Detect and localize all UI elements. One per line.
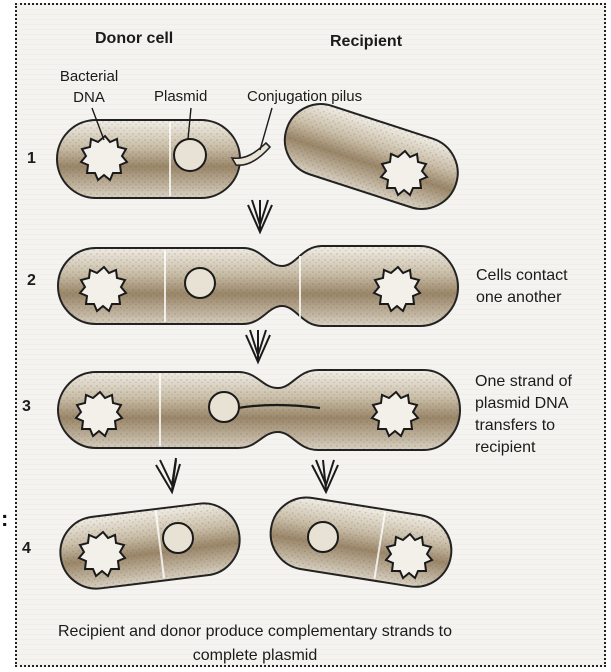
row-1-cells [57,95,467,218]
down-arrow-icon [246,330,270,362]
down-arrow-icon [248,200,272,232]
down-arrow-icon [312,460,338,492]
plasmid-icon [163,523,193,553]
plasmid-label: Plasmid [154,88,207,105]
step-3-description: One strand of plasmid DNA transfers to r… [475,371,595,459]
plasmid-icon [174,139,206,171]
plasmid-icon [209,392,239,422]
plasmid-icon [308,522,338,552]
donor-cell-header: Donor cell [95,30,173,48]
conjugation-pilus-label: Conjugation pilus [247,88,362,105]
step-number-4: 4 [22,540,31,558]
step-number-1: 1 [27,150,36,168]
recipient-header: Recipient [330,33,402,51]
row-2-cells [58,246,458,326]
down-arrow-icon [156,458,180,492]
step-2-description: Cells contact one another [476,265,586,309]
bacterial-dna-label: Bacterial DNA [58,66,120,108]
step-number-3: 3 [22,398,31,416]
row-3-cells [58,370,460,450]
row-4-cells [56,492,456,592]
plasmid-icon [185,268,215,298]
figure-caption: Recipient and donor produce complementar… [55,620,455,668]
step-number-2: 2 [27,272,36,290]
